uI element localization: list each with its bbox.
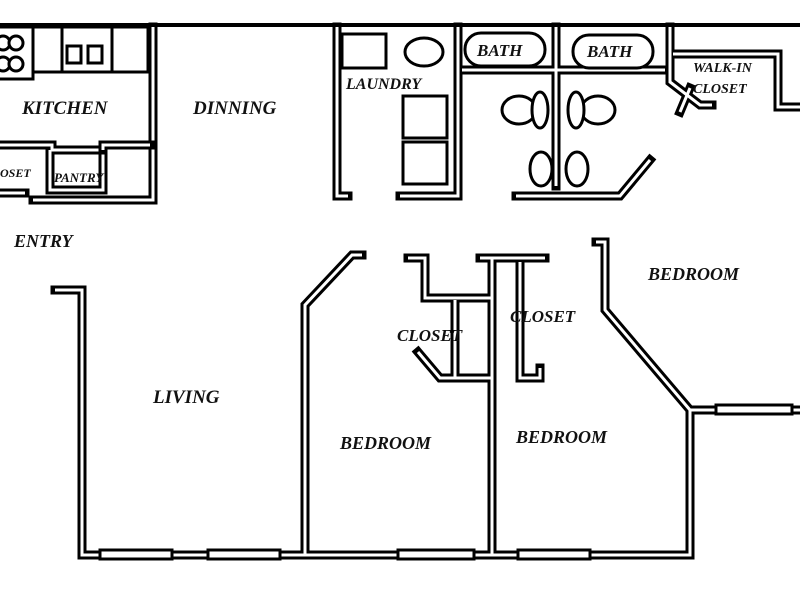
closet-label: OSET — [0, 166, 31, 180]
laundry-fixtures — [340, 32, 449, 186]
wall — [403, 253, 497, 303]
wall — [516, 159, 652, 198]
wall — [300, 250, 367, 560]
wall — [596, 240, 692, 411]
closet-label-a: CLOSET — [397, 326, 463, 345]
wall — [303, 253, 362, 555]
wall — [678, 87, 692, 113]
wall — [55, 288, 800, 557]
toilet-2 — [566, 90, 617, 130]
wall — [408, 256, 492, 300]
bedroom-label-left: BEDROOM — [339, 433, 432, 453]
bathtub-1 — [463, 31, 547, 68]
pantry-label: PANTRY — [54, 170, 104, 185]
laundry-label: LAUNDRY — [345, 76, 422, 93]
sink-1 — [528, 150, 554, 188]
kitchen-counter — [31, 25, 150, 74]
windows — [98, 403, 794, 561]
wall — [518, 262, 542, 380]
wall — [335, 27, 348, 198]
walk-in-closet-label-1: WALK-IN — [693, 61, 753, 76]
wall — [33, 27, 155, 202]
wall — [416, 351, 492, 380]
bath-label-1: BATH — [476, 41, 523, 60]
pantry-closet — [0, 140, 155, 198]
living-label: LIVING — [152, 387, 220, 408]
closet-label-b: CLOSET — [510, 307, 576, 326]
walls — [0, 22, 800, 560]
bath-label-2: BATH — [586, 42, 633, 61]
wall — [673, 52, 800, 109]
wall — [400, 27, 460, 198]
sink-2 — [564, 150, 590, 188]
bedroom-label-mid: BEDROOM — [515, 427, 608, 447]
bathtub-2 — [571, 33, 655, 70]
dinning-label: DINNING — [192, 98, 277, 119]
kitchen-label: KITCHEN — [21, 98, 109, 119]
wall — [668, 27, 712, 107]
stove — [0, 25, 35, 81]
toilet-1 — [500, 90, 550, 130]
walk-in-closet-label-2: CLOSET — [693, 82, 748, 97]
bedroom-label-right: BEDROOM — [647, 264, 740, 284]
entry-label: ENTRY — [13, 231, 75, 251]
